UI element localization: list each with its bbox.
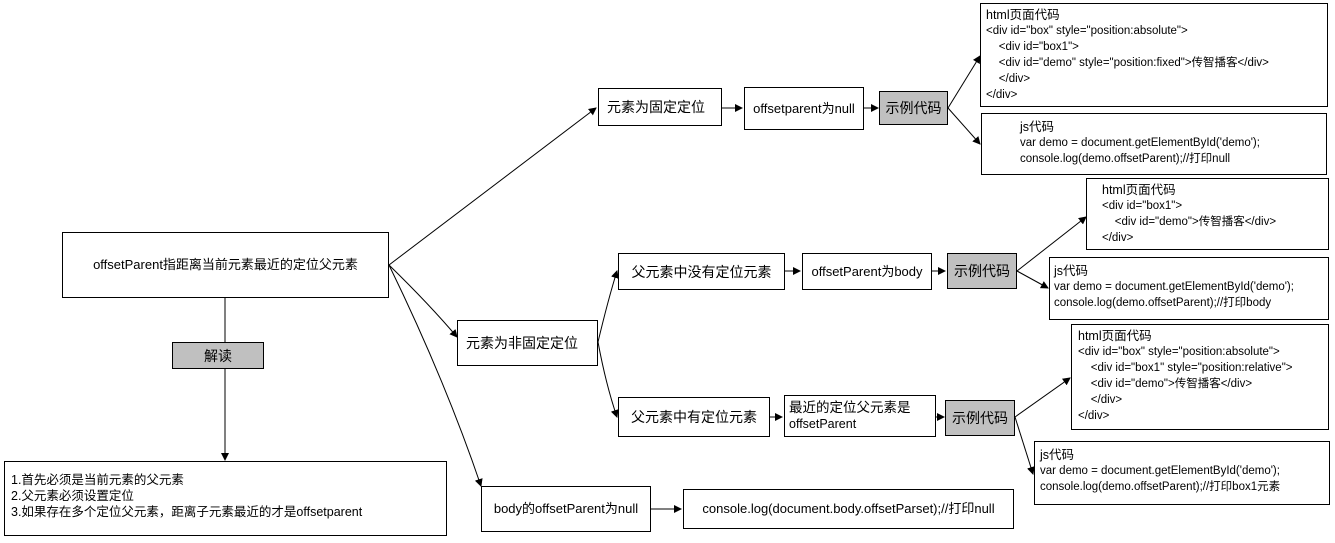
nopos-js-code: js代码 var demo = document.getElementById(… xyxy=(1049,257,1329,320)
nopos-example-node: 示例代码 xyxy=(947,253,1017,289)
code-line: <div id="demo">传智播客</div> xyxy=(1102,216,1277,228)
haspos-example-label: 示例代码 xyxy=(952,410,1008,426)
fixed-result-label: offsetparent为null xyxy=(753,100,855,116)
code-line: <div id="box" style="position:absolute"> xyxy=(986,25,1188,37)
code-line: <div id="box1" style="position:relative"… xyxy=(1078,362,1293,374)
haspos-js-code: js代码 var demo = document.getElementById(… xyxy=(1034,441,1330,505)
arrow-nonfixed-nopos xyxy=(597,270,619,343)
root-node: offsetParent指距离当前元素最近的定位父元素 xyxy=(62,232,389,298)
nonfixed-node: 元素为非固定定位 xyxy=(457,320,598,366)
body-label: body的offsetParent为null xyxy=(493,501,639,516)
arrow-nopos-html xyxy=(1016,216,1087,272)
nopos-node: 父元素中没有定位元素 xyxy=(618,253,785,290)
code-line: </div> xyxy=(1078,394,1123,406)
body-code-label: console.log(document.body.offsetParset);… xyxy=(702,501,995,516)
code-line: js代码 xyxy=(1054,264,1089,278)
code-line: js代码 xyxy=(1020,120,1055,134)
nopos-result-node: offsetParent为body xyxy=(802,253,932,290)
code-line: console.log(demo.offsetParent);//打印null xyxy=(1020,153,1231,165)
haspos-result-line: 最近的定位父元素是 xyxy=(789,400,911,415)
arrow-fixed-js xyxy=(947,107,981,145)
nopos-html-code: html页面代码 <div id="box1"> <div id="demo">… xyxy=(1086,178,1329,250)
code-line: html页面代码 xyxy=(1102,183,1176,197)
code-line: <div id="box" style="position:absolute"> xyxy=(1078,346,1280,358)
code-line: </div> xyxy=(986,89,1018,101)
code-line: var demo = document.getElementById('demo… xyxy=(1020,137,1260,149)
code-line: </div> xyxy=(1078,410,1110,422)
body-code-node: console.log(document.body.offsetParset);… xyxy=(683,489,1014,529)
nopos-example-label: 示例代码 xyxy=(954,263,1010,279)
nopos-label: 父元素中没有定位元素 xyxy=(631,263,772,280)
fixed-label: 元素为固定定位 xyxy=(607,99,705,115)
arrow-fixed-html xyxy=(947,55,981,109)
note-item: 3.如果存在多个定位父元素，距离子元素最近的才是offsetparent xyxy=(11,505,363,519)
arrow-root-body xyxy=(388,264,483,487)
nopos-result-label: offsetParent为body xyxy=(811,263,923,279)
haspos-example-node: 示例代码 xyxy=(945,400,1015,436)
fixed-result-node: offsetparent为null xyxy=(744,87,864,130)
fixed-example-node: 示例代码 xyxy=(879,91,948,125)
code-line: </div> xyxy=(986,73,1031,85)
code-line: <div id="demo" style="position:fixed">传智… xyxy=(986,57,1269,69)
notes-node: 1.首先必须是当前元素的父元素 2.父元素必须设置定位 3.如果存在多个定位父元… xyxy=(4,461,447,536)
haspos-label: 父元素中有定位元素 xyxy=(631,409,757,425)
code-line: <div id="box1"> xyxy=(1102,200,1183,212)
root-label: offsetParent指距离当前元素最近的定位父元素 xyxy=(93,257,358,272)
interpret-node: 解读 xyxy=(172,342,264,369)
body-node: body的offsetParent为null xyxy=(481,486,651,532)
arrow-root-fixed xyxy=(388,107,597,266)
code-line: </div> xyxy=(1102,232,1134,244)
note-item: 1.首先必须是当前元素的父元素 xyxy=(11,473,184,487)
fixed-example-label: 示例代码 xyxy=(885,100,942,116)
code-line: var demo = document.getElementById('demo… xyxy=(1040,465,1280,477)
code-line: console.log(demo.offsetParent);//打印body xyxy=(1054,297,1272,309)
haspos-html-code: html页面代码 <div id="box" style="position:a… xyxy=(1071,324,1329,430)
fixed-html-code: html页面代码 <div id="box" style="position:a… xyxy=(980,3,1328,107)
code-line: console.log(demo.offsetParent);//打印box1元… xyxy=(1040,481,1281,493)
fixed-node: 元素为固定定位 xyxy=(598,88,722,126)
code-line: html页面代码 xyxy=(1078,329,1152,343)
haspos-result-node: 最近的定位父元素是 offsetParent xyxy=(784,395,936,437)
code-line: html页面代码 xyxy=(986,8,1060,22)
arrow-nopos-js xyxy=(1016,270,1049,289)
arrow-haspos-html xyxy=(1014,377,1071,418)
haspos-result-line: offsetParent xyxy=(789,417,857,431)
fixed-js-code: js代码 var demo = document.getElementById(… xyxy=(981,113,1327,175)
code-line: js代码 xyxy=(1040,448,1075,462)
code-line: <div id="box1"> xyxy=(986,41,1079,53)
arrow-root-nonfixed xyxy=(388,264,458,338)
haspos-node: 父元素中有定位元素 xyxy=(618,397,770,437)
code-line: var demo = document.getElementById('demo… xyxy=(1054,281,1294,293)
note-item: 2.父元素必须设置定位 xyxy=(11,489,134,503)
arrow-nonfixed-haspos xyxy=(597,341,619,418)
arrow-haspos-js xyxy=(1014,416,1035,475)
code-line: <div id="demo">传智播客</div> xyxy=(1078,378,1253,390)
nonfixed-label: 元素为非固定定位 xyxy=(466,335,578,351)
interpret-label: 解读 xyxy=(204,347,232,364)
